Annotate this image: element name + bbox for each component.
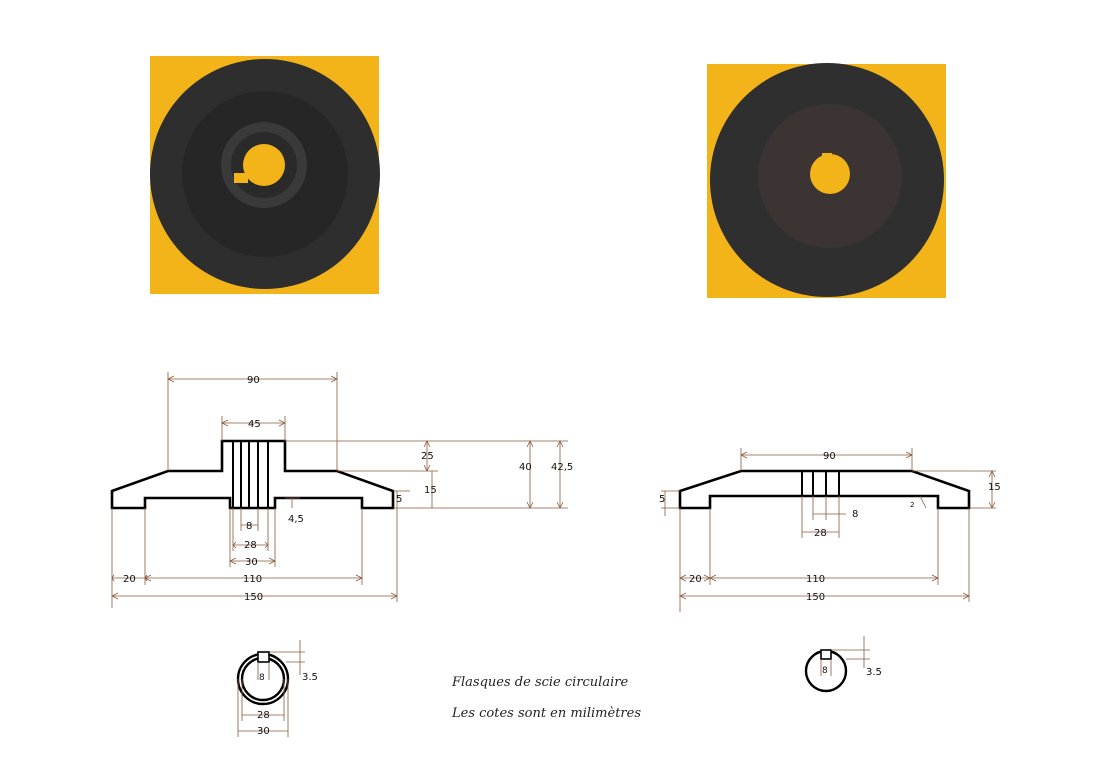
- dim-label-3-5: 3.5: [302, 672, 318, 683]
- dim-label-20: 20: [123, 574, 136, 585]
- dim-label-5: 5: [659, 494, 665, 505]
- dim-label-110: 110: [243, 574, 262, 585]
- right-bore-keyway: [820, 649, 832, 660]
- dim-label-30: 30: [257, 726, 270, 737]
- dim-label-150: 150: [244, 592, 263, 603]
- dim-label-8: 8: [259, 673, 265, 683]
- right-bore-section: 8 3.5: [804, 636, 882, 693]
- flange-right-bore: [810, 154, 850, 194]
- dim-label-8: 8: [246, 521, 252, 532]
- left-flange-outline: [110, 439, 395, 510]
- dim-label-20: 20: [689, 574, 702, 585]
- left-side-view: 90 45 25 15 40 42,5 5 4,5 8 28 30 20 110…: [110, 372, 573, 608]
- dim-label-15: 15: [424, 485, 437, 496]
- dim-label-42-5: 42,5: [551, 462, 573, 473]
- dim-label-4-5: 4,5: [288, 514, 304, 525]
- dim-label-30: 30: [245, 557, 258, 568]
- dim-label-28: 28: [814, 528, 827, 539]
- dim-label-8: 8: [852, 509, 858, 520]
- dim-label-28: 28: [244, 540, 257, 551]
- right-side-view: 90 15 5 2 8 28 20 110 150: [659, 448, 1001, 612]
- dim-label-3-5: 3.5: [866, 667, 882, 678]
- left-bore-keyway: [257, 651, 270, 663]
- dim-label-2: 2: [910, 501, 914, 509]
- flange-left-keyway: [234, 173, 248, 183]
- flange-left-bore: [243, 144, 285, 186]
- caption-units-note: Les cotes sont en milimètres: [452, 706, 642, 721]
- dim-label-45: 45: [248, 419, 261, 430]
- right-flange-outline: [678, 469, 971, 510]
- dim-label-15: 15: [988, 482, 1001, 493]
- dim-label-150: 150: [806, 592, 825, 603]
- dim-label-5: 5: [396, 494, 402, 505]
- flange-photo-left: [150, 56, 380, 294]
- dim-label-110: 110: [806, 574, 825, 585]
- dim-label-90: 90: [823, 451, 836, 462]
- dim-label-28: 28: [257, 710, 270, 721]
- flange-right-keyway: [822, 153, 832, 163]
- dim-label-90: 90: [247, 375, 260, 386]
- flange-photo-right: [707, 63, 946, 298]
- dim-label-40: 40: [519, 462, 532, 473]
- dim-label-25: 25: [421, 451, 434, 462]
- dim-label-8: 8: [822, 666, 828, 676]
- left-bore-section: 8 3.5 28 30: [236, 640, 318, 737]
- caption-title: Flasques de scie circulaire: [452, 675, 629, 690]
